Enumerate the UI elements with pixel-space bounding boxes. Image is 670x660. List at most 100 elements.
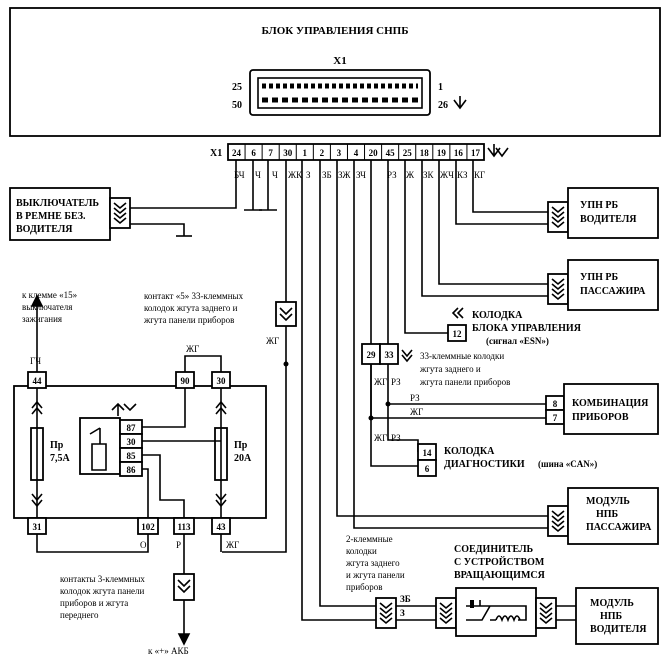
clockspring-out-connector-icon (535, 597, 557, 629)
contacts3-line2: колодок жгута панели (60, 586, 145, 596)
driver-airbag-module: ЗБ З МОДУЛЬ НПБ ВОДИТЕЛЯ СОЕДИНИТЕЛЬ С У… (375, 544, 659, 645)
esn-connector-icon (451, 307, 464, 319)
esn-line3: (сигнал «ESN») (486, 336, 549, 346)
esn-connector: 12 КОЛОДКА БЛОКА УПРАВЛЕНИЯ (сигнал «ESN… (447, 307, 582, 346)
wire-color-7: ЗЖ (338, 170, 351, 180)
fuse2-top-chevron-icon (215, 400, 227, 415)
fuse-pin-31: 31 (33, 522, 43, 532)
wire-color-14: КГ (474, 170, 485, 180)
driver-pretensioner-line2: ВОДИТЕЛЯ (580, 214, 637, 225)
fuse-pin-90: 90 (181, 376, 191, 386)
wire-label-r: Р (176, 540, 181, 550)
klemma15-line3: зажигания (22, 314, 62, 324)
note-klemma15: к клемме «15» выключателя зажигания (22, 290, 77, 324)
cluster-line2: ПРИБОРОВ (572, 412, 629, 423)
wire-label-z: З (400, 608, 405, 618)
arrow-down-icon (177, 633, 191, 646)
driver-module-line2: НПБ (600, 611, 623, 622)
junction-dot (283, 361, 289, 367)
wire-label-zb: ЗБ (400, 594, 411, 604)
two-pin-connector-icon (375, 597, 397, 629)
fuse2-rating: 20А (234, 453, 252, 464)
relay-pin-30: 30 (127, 437, 137, 447)
esn-line2: БЛОКА УПРАВЛЕНИЯ (472, 323, 582, 334)
two-pin-line2: колодки (346, 546, 377, 556)
fuse-pin-44: 44 (33, 376, 43, 386)
control-unit-title: БЛОК УПРАВЛЕНИЯ СНПБ (262, 25, 409, 37)
two-pin-line4: и жгута панели (346, 570, 405, 580)
passenger-module-line3: ПАССАЖИРА (586, 522, 652, 533)
wire-label-zhg-3: ЖГ (374, 433, 387, 443)
wire-color-3: Ч (272, 170, 278, 180)
conn33-line3: жгута панели приборов (419, 377, 510, 387)
wire-label-rz-3: РЗ (391, 433, 401, 443)
fuse2-bottom-chevron-icon (215, 493, 227, 508)
conn33-line1: 33-клеммные колодки (420, 351, 504, 361)
connector-symbol-icon (453, 96, 467, 110)
ground-symbols (130, 209, 277, 237)
two-pin-note: 2-клеммные колодки жгута заднего и жгута… (345, 534, 405, 592)
pin-30-cell: 30 (283, 148, 293, 158)
diag-line3: (шина «CAN») (538, 459, 597, 469)
wire-color-labels: БЧ Ч Ч ЖК З ЗБ ЗЖ ЗЧ РЗ Ж ЗК ЖЧ КЗ КГ (234, 170, 485, 180)
fuse1-top-chevron-icon (31, 400, 43, 415)
pin-20-cell: 20 (369, 148, 379, 158)
note-akb: к «+» АКБ (148, 646, 189, 656)
driver-pretensioner-connector-icon (547, 201, 569, 233)
wire-label-zhg-4: ЖГ (266, 336, 279, 346)
contact5-connector-icon (279, 307, 293, 322)
wires (130, 160, 548, 621)
seatbelt-switch-line1: ВЫКЛЮЧАТЕЛЬ (16, 198, 99, 209)
fuse-pin-113: 113 (177, 522, 191, 532)
pin-row-connector-icon (487, 144, 509, 158)
wire-label-gch: ГЧ (30, 356, 41, 366)
relay-connector-icon (111, 402, 125, 416)
contacts3-line1: контакты 3-клеммных (60, 574, 145, 584)
relay-pin-87: 87 (127, 423, 137, 433)
contact5-line2: колодок жгута заднего и (144, 303, 238, 313)
relay-pin-86: 86 (127, 465, 137, 475)
cluster-pin7: 7 (553, 413, 558, 423)
klemma15-line1: к клемме «15» (22, 290, 77, 300)
wire-label-o: О (140, 540, 147, 550)
wire-color-6: ЗБ (322, 170, 332, 180)
two-pin-line5: приборов (346, 582, 382, 592)
conn33-line2: жгута заднего и (419, 364, 481, 374)
passenger-module-line1: МОДУЛЬ (586, 496, 630, 507)
pin-17-cell: 17 (471, 148, 481, 158)
fuse-relay-block: 44 90 30 31 102 113 43 Пр 7,5А (13, 371, 267, 535)
wire-color-9: РЗ (387, 170, 397, 180)
control-unit: БЛОК УПРАВЛЕНИЯ СНПБ X1 25 50 1 26 (9, 7, 661, 137)
contact5-line3: жгута панели приборов (143, 315, 234, 325)
clockspring-connector-icon (435, 597, 457, 629)
diag-pin14: 14 (423, 448, 433, 458)
contact5-line1: контакт «5» 33-клеммных (144, 291, 244, 301)
cluster-line1: КОМБИНАЦИЯ (572, 398, 649, 409)
pin-7-cell: 7 (268, 148, 273, 158)
fuse1-name: Пр (50, 440, 64, 451)
contacts3-connector-icon (177, 579, 191, 594)
pin-3-cell: 3 (337, 148, 342, 158)
passenger-module-line2: НПБ (596, 509, 619, 520)
pin-19-cell: 19 (437, 148, 447, 158)
driver-module-line3: ВОДИТЕЛЯ (590, 624, 647, 635)
wire-color-8: ЗЧ (356, 170, 366, 180)
seatbelt-switch: ВЫКЛЮЧАТЕЛЬ В РЕМНЕ БЕЗ. ВОДИТЕЛЯ (9, 187, 131, 241)
diag-pin6: 6 (425, 464, 430, 474)
note-contact5: контакт «5» 33-клеммных колодок жгута за… (143, 291, 244, 325)
wire-color-12: ЖЧ (440, 170, 454, 180)
seatbelt-switch-line2: В РЕМНЕ БЕЗ. (16, 211, 86, 222)
passenger-pretensioner: УПН РБ ПАССАЖИРА (547, 259, 659, 311)
conn33: 29 33 33-клеммные колодки жгута заднего … (361, 343, 510, 443)
klemma15-line2: выключателя (22, 302, 72, 312)
clockspring-line3: ВРАЩАЮЩИМСЯ (454, 570, 546, 581)
arrow-up-icon (30, 294, 44, 307)
two-pin-line1: 2-клеммные (346, 534, 393, 544)
passenger-pretensioner-line1: УПН РБ (580, 272, 619, 283)
fuse2-name: Пр (234, 440, 248, 451)
wire-label-zhg-1: ЖГ (374, 377, 387, 387)
pin-25-label: 25 (232, 82, 242, 93)
diag-connector: 14 6 КОЛОДКА ДИАГНОСТИКИ (шина «CAN») (417, 443, 597, 477)
